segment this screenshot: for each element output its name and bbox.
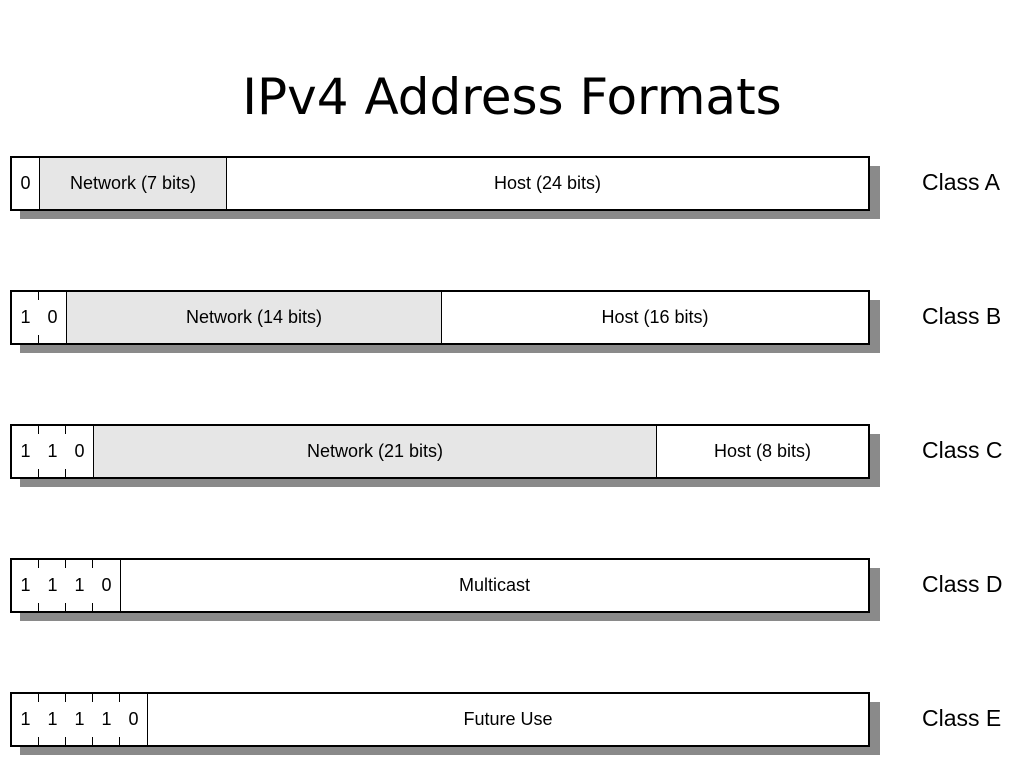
future-use-field: Future Use <box>148 694 868 745</box>
prefix-bit: 1 <box>12 426 39 477</box>
prefix-bit: 1 <box>12 560 39 611</box>
class-e-label: Class E <box>922 705 1002 731</box>
network-field: Network (7 bits) <box>40 158 227 209</box>
class-a-bar: 0 Network (7 bits) Host (24 bits) <box>10 156 870 211</box>
network-field: Network (21 bits) <box>94 426 657 477</box>
prefix-bit: 0 <box>66 426 94 477</box>
prefix-bit: 1 <box>12 292 39 343</box>
class-b-label: Class B <box>922 303 1002 329</box>
class-c-label: Class C <box>922 437 1003 463</box>
class-b-bar: 1 0 Network (14 bits) Host (16 bits) <box>10 290 870 345</box>
prefix-bit: 0 <box>39 292 67 343</box>
class-c-bar: 1 1 0 Network (21 bits) Host (8 bits) <box>10 424 870 479</box>
host-field: Host (24 bits) <box>227 158 868 209</box>
prefix-bit: 1 <box>39 426 66 477</box>
prefix-bit: 1 <box>39 694 66 745</box>
class-d-bar: 1 1 1 0 Multicast <box>10 558 870 613</box>
class-a-row: 0 Network (7 bits) Host (24 bits) Class … <box>10 156 1024 220</box>
prefix-bit: 1 <box>93 694 120 745</box>
prefix-bit: 1 <box>66 560 93 611</box>
class-d-row: 1 1 1 0 Multicast Class D <box>10 558 1024 622</box>
class-b-row: 1 0 Network (14 bits) Host (16 bits) Cla… <box>10 290 1024 354</box>
class-a-label: Class A <box>922 169 1000 195</box>
class-c-row: 1 1 0 Network (21 bits) Host (8 bits) Cl… <box>10 424 1024 488</box>
multicast-field: Multicast <box>121 560 868 611</box>
prefix-bit: 0 <box>93 560 121 611</box>
prefix-bit: 1 <box>12 694 39 745</box>
prefix-bit: 1 <box>39 560 66 611</box>
class-e-row: 1 1 1 1 0 Future Use Class E <box>10 692 1024 756</box>
prefix-bit: 1 <box>66 694 93 745</box>
prefix-bit: 0 <box>120 694 148 745</box>
network-field: Network (14 bits) <box>67 292 442 343</box>
prefix-bit: 0 <box>12 158 40 209</box>
slide-title: IPv4 Address Formats <box>242 68 782 126</box>
host-field: Host (16 bits) <box>442 292 868 343</box>
host-field: Host (8 bits) <box>657 426 868 477</box>
class-e-bar: 1 1 1 1 0 Future Use <box>10 692 870 747</box>
class-d-label: Class D <box>922 571 1003 597</box>
